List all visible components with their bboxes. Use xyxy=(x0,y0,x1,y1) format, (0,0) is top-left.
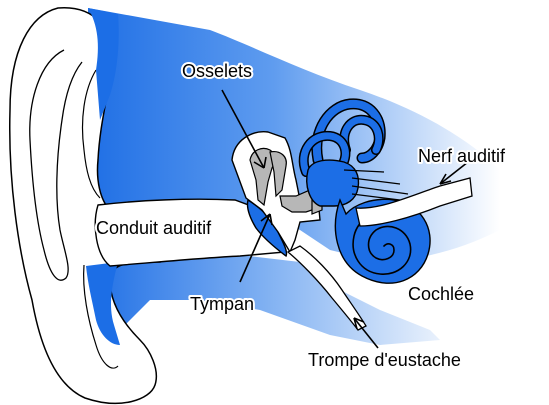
label-trompe-eustache: Trompe d'eustache xyxy=(308,350,461,370)
label-conduit-auditif: Conduit auditif xyxy=(96,218,212,238)
label-nerf-auditif: Nerf auditif xyxy=(418,146,506,166)
label-tympan: Tympan xyxy=(190,294,254,314)
label-osselets: Osselets xyxy=(182,61,252,81)
label-cochlee: Cochlée xyxy=(408,284,474,304)
vestibule xyxy=(307,160,359,206)
